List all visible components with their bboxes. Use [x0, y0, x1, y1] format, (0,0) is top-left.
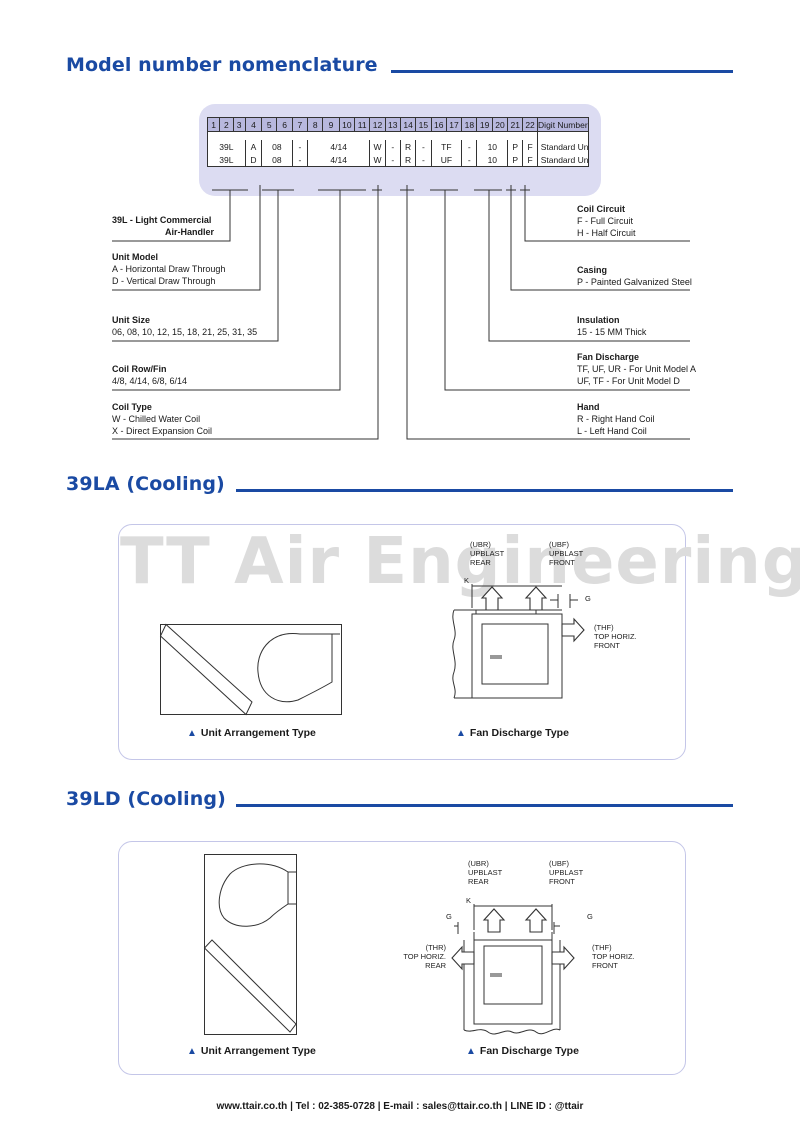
ld-caption-left: ▲Unit Arrangement Type — [187, 1045, 316, 1057]
digit-header-row: 1 2 3 4 5 6 7 8 9 10 11 12 13 14 15 16 1… — [206, 117, 590, 132]
la-caption-right: ▲Fan Discharge Type — [456, 727, 569, 739]
legend-unit-size: Unit Size 06, 08, 10, 12, 15, 18, 21, 25… — [112, 315, 258, 337]
digit-cell: 20 — [491, 117, 509, 132]
legend-coil-type: Coil Type W - Chilled Water Coil X - Dir… — [112, 402, 213, 436]
model-cell: A — [244, 140, 263, 153]
circuit-cell: F — [522, 140, 538, 153]
legend-fan-discharge: Fan Discharge TF, UF, UR - For Unit Mode… — [577, 352, 697, 386]
title-rule — [391, 70, 733, 73]
la-fan-discharge-drawing — [452, 584, 585, 699]
digit-cell: 9 — [322, 117, 340, 132]
spacer-row — [207, 131, 590, 140]
cooling-ld-title: 39LD (Cooling) — [66, 788, 226, 810]
digit-cell: 7 — [291, 117, 309, 132]
model-cell: D — [244, 153, 263, 167]
ld-thr-label: (THR)TOP HORIZ.REAR — [403, 943, 446, 970]
dash-cell: - — [461, 140, 478, 153]
la-unit-arrangement-drawing — [159, 623, 342, 716]
digit-cell: 4 — [244, 117, 263, 132]
desc-cell: Standard Unit — [536, 153, 590, 167]
circuit-cell: F — [522, 153, 538, 167]
cooling-la-title: 39LA (Cooling) — [66, 473, 225, 495]
ld-thf-label: (THF)TOP HORIZ.FRONT — [592, 943, 635, 970]
digit-cell: 18 — [461, 117, 478, 132]
footer-contact: www.ttair.co.th | Tel : 02-385-0728 | E-… — [216, 1101, 584, 1112]
dash-cell: - — [415, 140, 432, 153]
digit-cell: 15 — [415, 117, 432, 132]
table-row: 39L A 08 - 4/14 W - R - TF - 10 P F Stan… — [207, 140, 590, 153]
la-k-label: K — [464, 576, 470, 585]
legend-casing: Casing P - Painted Galvanized Steel — [577, 265, 692, 287]
la-panel — [118, 524, 686, 760]
dash-cell: - — [415, 153, 432, 167]
la-caption-left: ▲Unit Arrangement Type — [187, 727, 316, 739]
legend-hand: Hand R - Right Hand Coil L - Left Hand C… — [577, 402, 655, 436]
digit-cell: 22 — [522, 117, 538, 132]
legend-series: 39L - Light Commercial Air-Handler — [112, 215, 215, 237]
watermark: TT Air Engineering — [120, 525, 800, 599]
ld-panel — [118, 841, 686, 1075]
ld-g-right-label: G — [587, 912, 593, 921]
ld-k-label: K — [466, 896, 472, 905]
ld-g-left-label: G — [446, 912, 452, 921]
nomenclature-title: Model number nomenclature — [66, 54, 378, 76]
digit-cell: 2 — [219, 117, 234, 132]
ld-caption-right: ▲Fan Discharge Type — [466, 1045, 579, 1057]
ld-fan-discharge-drawing — [451, 904, 575, 1035]
legend-coil-circuit: Coil Circuit F - Full Circuit H - Half C… — [577, 204, 636, 238]
desc-cell: Standard Unit — [536, 140, 590, 153]
title-rule — [236, 804, 733, 807]
digit-number-header: Digit Number — [536, 117, 590, 132]
la-g-label: G — [585, 594, 591, 603]
la-thf-label: (THF)TOP HORIZ.FRONT — [594, 623, 637, 650]
digit-cell: 6 — [276, 117, 293, 132]
digit-cell: 21 — [507, 117, 524, 132]
digit-cell: 10 — [338, 117, 355, 132]
legend-coil-rowfin: Coil Row/Fin 4/8, 4/14, 6/8, 6/14 — [112, 364, 188, 386]
dash-cell: - — [291, 153, 309, 167]
digit-cell: 8 — [307, 117, 324, 132]
legend-insulation: Insulation 15 - 15 MM Thick — [577, 315, 647, 337]
digit-cell: 14 — [399, 117, 417, 132]
dash-cell: - — [291, 140, 309, 153]
leader-lines — [112, 185, 690, 440]
dash-cell: - — [461, 153, 478, 167]
title-rule — [236, 489, 733, 492]
digit-cell: 16 — [430, 117, 447, 132]
table-row: 39L D 08 - 4/14 W - R - UF - 10 P F Stan… — [207, 153, 590, 167]
ld-unit-arrangement-drawing — [203, 854, 297, 1035]
digit-cell: 1 — [206, 117, 221, 132]
nomenclature-table: 1 2 3 4 5 6 7 8 9 10 11 12 13 14 15 16 1… — [206, 117, 590, 167]
digit-cell: 17 — [445, 117, 463, 132]
digit-cell: 3 — [232, 117, 246, 132]
digit-cell: 12 — [369, 117, 386, 132]
legend-unit-model: Unit Model A - Horizontal Draw Through D… — [112, 252, 226, 286]
